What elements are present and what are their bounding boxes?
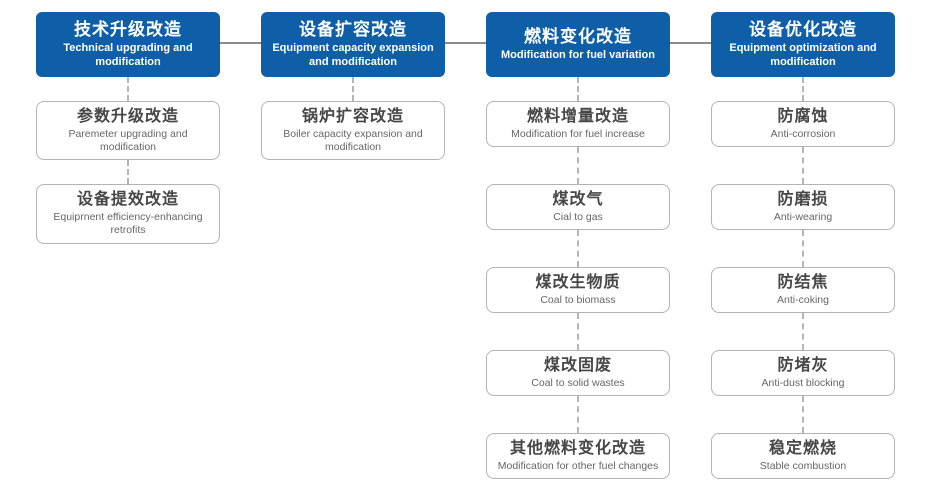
node-box: 锅炉扩容改造 Boiler capacity expansion and modi…: [261, 101, 445, 160]
column-header-subtitle: Technical upgrading and modification: [63, 42, 193, 68]
node-title: 设备提效改造: [76, 191, 179, 209]
dashed-connector: [352, 77, 354, 101]
column-header-subtitle: Equipment optimization and modification: [729, 42, 877, 68]
dashed-connector: [802, 147, 804, 184]
node-subtitle: Modification for other fuel changes: [497, 459, 659, 472]
dashed-connector: [802, 77, 804, 101]
node-title: 煤改气: [552, 191, 604, 209]
column-header-subtitle: Equipment capacity expansion and modific…: [272, 42, 434, 68]
node-subtitle: Anti-coking: [777, 293, 829, 306]
node-subtitle: Coal to solid wastes: [531, 376, 625, 389]
dashed-connector: [577, 147, 579, 184]
node-subtitle: Boiler capacity expansion and modificati…: [283, 127, 423, 153]
node-subtitle: Modification for fuel increase: [511, 127, 645, 140]
dashed-connector: [577, 396, 579, 433]
node-title: 防腐蚀: [777, 108, 829, 126]
column-header: 燃料变化改造 Modification for fuel variation: [486, 12, 670, 77]
node-title: 防堵灰: [777, 357, 829, 375]
node-box: 设备提效改造 Equiprnent efficiency-enhancing re…: [36, 184, 220, 244]
node-subtitle: Anti-dust blocking: [761, 376, 845, 389]
node-title: 锅炉扩容改造: [301, 107, 404, 125]
node-title: 其他燃料变化改造: [509, 440, 646, 458]
column-header-title: 技术升级改造: [74, 20, 182, 40]
trunk-connector-line: [128, 42, 803, 44]
node-subtitle: Coal to biomass: [540, 293, 616, 306]
dashed-connector: [802, 230, 804, 267]
dashed-connector: [802, 313, 804, 350]
column-header-title: 设备优化改造: [749, 20, 857, 40]
node-title: 参数升级改造: [76, 107, 179, 125]
dashed-connector: [127, 160, 129, 184]
node-subtitle: Stable combustion: [759, 459, 847, 472]
node-subtitle: Anti-wearing: [773, 210, 833, 223]
column-header-title: 设备扩容改造: [299, 20, 407, 40]
dashed-connector: [577, 77, 579, 101]
node-title: 防结焦: [777, 274, 829, 292]
dashed-connector: [802, 396, 804, 433]
node-title: 稳定燃烧: [768, 440, 837, 458]
node-subtitle: Equiprnent efficiency-enhancing retrofit…: [53, 211, 203, 237]
column-header-subtitle: Modification for fuel variation: [500, 49, 655, 62]
node-subtitle: Paremeter upgrading and modification: [68, 127, 188, 153]
node-title: 煤改固废: [543, 357, 612, 375]
node-title: 煤改生物质: [535, 274, 621, 292]
dashed-connector: [127, 77, 129, 101]
node-box: 参数升级改造 Paremeter upgrading and modificati…: [36, 101, 220, 160]
dashed-connector: [577, 313, 579, 350]
node-subtitle: Cial to gas: [553, 210, 603, 223]
node-title: 防磨损: [777, 191, 829, 209]
node-title: 燃料增量改造: [526, 108, 629, 126]
node-subtitle: Anti-corrosion: [770, 127, 836, 140]
dashed-connector: [577, 230, 579, 267]
column-header-title: 燃料变化改造: [524, 27, 632, 47]
